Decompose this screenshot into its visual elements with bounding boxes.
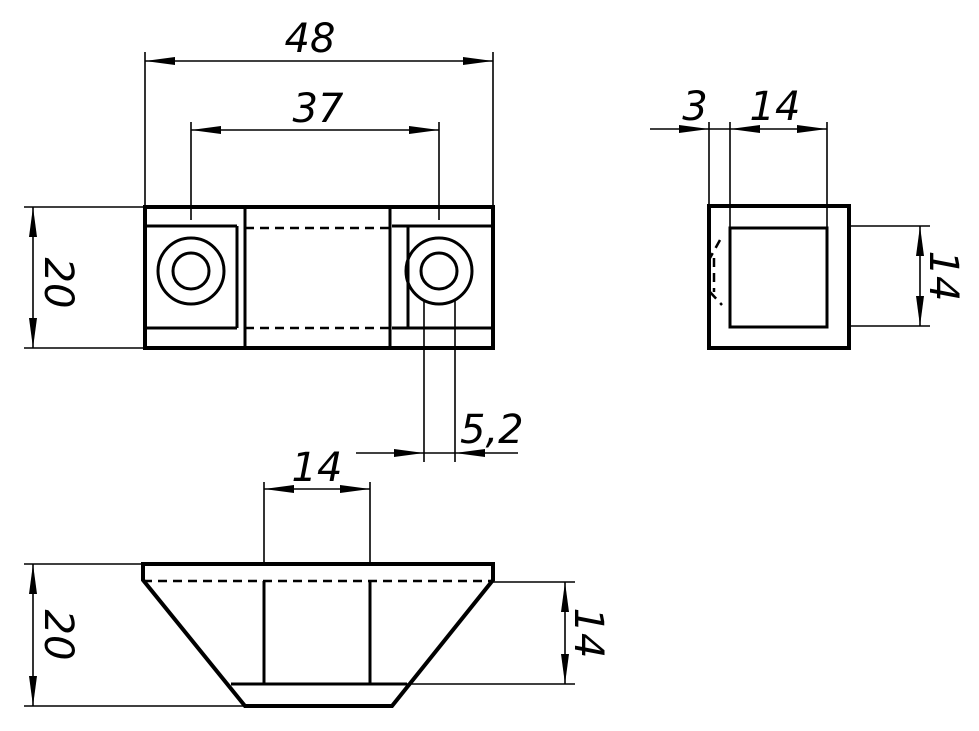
right-hole-outer — [404, 236, 474, 306]
right-hole-inner — [419, 251, 459, 291]
side-view: 3 14 14 — [650, 84, 966, 350]
dim-top-width: 14 — [292, 445, 343, 491]
top-view: 14 20 14 — [24, 445, 611, 708]
dim-front-height: 20 — [35, 258, 81, 309]
dim-side-width: 14 — [750, 84, 801, 130]
dim-top-inner-height: 14 — [565, 608, 611, 659]
dim-hole-spacing: 37 — [293, 86, 344, 132]
left-hole-outer — [156, 236, 226, 306]
dim-side-lip: 3 — [682, 84, 707, 130]
dim-top-height: 20 — [35, 610, 81, 661]
front-view: 48 37 20 5,2 — [24, 16, 524, 462]
dim-hole-offset: 5,2 — [460, 407, 524, 453]
dim-overall-length: 48 — [285, 16, 336, 62]
left-hole-inner — [171, 251, 211, 291]
dim-side-height: 14 — [920, 251, 966, 302]
